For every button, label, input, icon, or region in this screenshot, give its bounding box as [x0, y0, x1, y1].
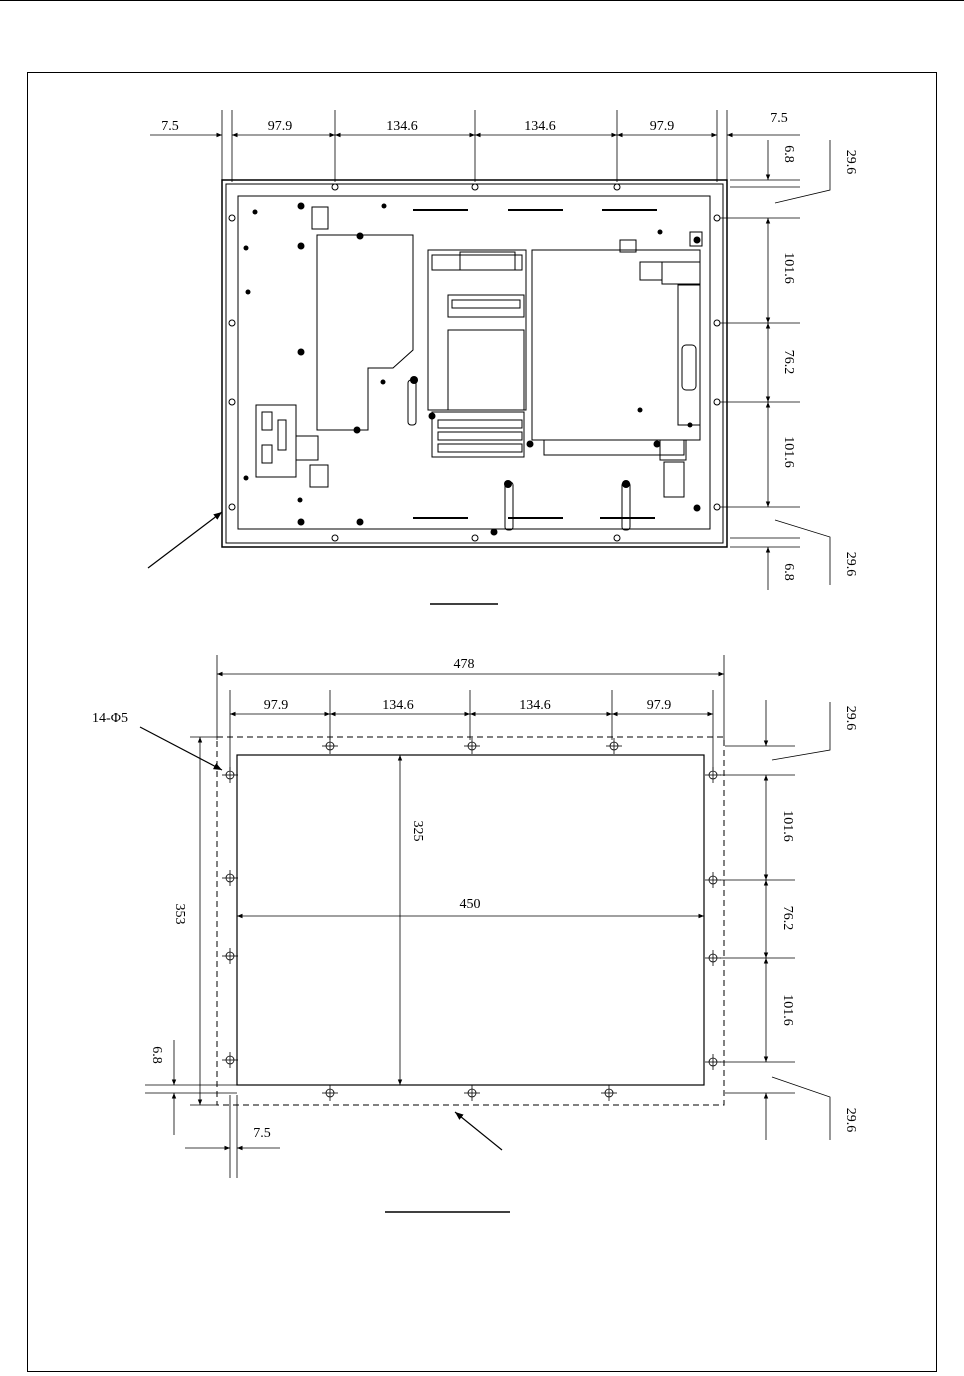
top-dim-left-edge: 7.5: [161, 119, 179, 134]
cutout-hole-spacing-3: 134.6: [519, 698, 551, 713]
top-right-big-top: 29.6: [843, 150, 858, 175]
cutout-left-bottom-dims: [145, 1040, 280, 1178]
cutout-holes: [222, 738, 721, 1101]
top-dim-hole-3: 134.6: [524, 119, 556, 134]
cutout-hole-spacing-2: 134.6: [382, 698, 414, 713]
cutout-right-dim-lines: [766, 700, 830, 1140]
top-right-small-bottom: 6.8: [781, 563, 796, 581]
cutout-right-dim-3: 101.6: [780, 994, 795, 1026]
top-right-dim-3: 101.6: [781, 436, 796, 468]
cutout-bottom-offset: 7.5: [253, 1126, 271, 1141]
cutout-right-dim-2: 76.2: [780, 906, 795, 931]
top-dim-right-edge: 7.5: [770, 111, 788, 126]
cutout-height: 325: [410, 821, 425, 842]
top-dim-hole-1: 97.9: [268, 119, 293, 134]
hole-callout: 14-Φ5: [92, 711, 128, 726]
cutout-overall-height: 353: [172, 904, 187, 925]
cutout-overall-width: 478: [454, 657, 475, 672]
cutout-hole-spacing-1: 97.9: [264, 698, 289, 713]
cutout-inner-dim-lines: [190, 737, 704, 1105]
top-right-dim-2: 76.2: [781, 350, 796, 375]
top-dim-hole-2: 134.6: [386, 119, 418, 134]
cutout-right-top: 29.6: [843, 706, 858, 731]
top-right-big-bottom: 29.6: [843, 552, 858, 577]
panel-mounting-holes: [229, 184, 720, 541]
top-right-dim-1: 101.6: [781, 252, 796, 284]
top-right-small-top: 6.8: [781, 145, 796, 163]
cutout-left-offset: 6.8: [149, 1046, 164, 1064]
cutout-width: 450: [460, 897, 481, 912]
cutout-right-bottom: 29.6: [843, 1108, 858, 1133]
top-view-labels: 7.5 97.9 134.6 134.6 97.9 7.5 6.8 29.6 1…: [161, 111, 858, 581]
top-dim-hole-4: 97.9: [650, 119, 675, 134]
panel-vents: [413, 210, 657, 518]
cutout-hole-spacing-4: 97.9: [647, 698, 672, 713]
top-right-dim-lines: [768, 140, 830, 590]
cutout-right-dim-1: 101.6: [780, 810, 795, 842]
panel-rear-view: [148, 110, 830, 604]
cutout-view-labels: 478 97.9 134.6 134.6 97.9 14-Φ5 353 325 …: [92, 657, 858, 1141]
panel-cutout-view: [140, 655, 830, 1212]
